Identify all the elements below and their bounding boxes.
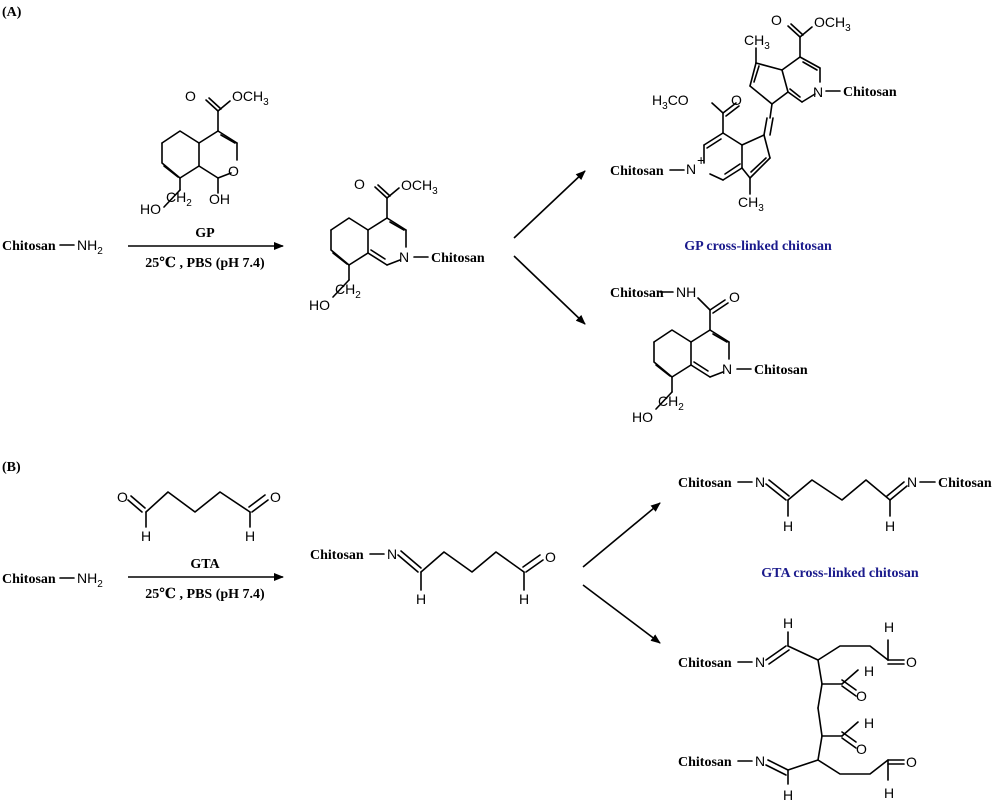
svg-text:O: O [228,163,239,179]
gp-product-caption: GP cross-linked chitosan [684,239,832,254]
conditions-b: 25℃ , PBS (pH 7.4) [145,587,265,602]
bis-imine-chitosan-right: Chitosan [938,476,992,491]
svg-text:O: O [731,92,742,108]
aldol-chitosan-top: Chitosan [678,656,732,671]
glutaraldehyde-structure: O H H O [117,489,281,544]
svg-text:O: O [729,289,740,305]
svg-text:H: H [864,715,874,731]
svg-text:NH: NH [676,284,696,300]
svg-text:OCH3: OCH3 [232,88,269,108]
dimer-chitosan-left: Chitosan [610,164,664,179]
svg-text:O: O [185,88,196,104]
svg-text:O: O [856,688,867,704]
amine-group-b: NH2 [77,570,103,590]
svg-text:CH3: CH3 [738,194,764,214]
svg-text:N: N [755,474,765,490]
gta-intermediate-chitosan: Chitosan [310,548,364,563]
svg-text:O: O [906,754,917,770]
bis-imine-chitosan-left: Chitosan [678,476,732,491]
svg-text:O: O [117,489,128,505]
gta-aldol-structure: Chitosan N H H O O H [678,615,917,803]
svg-text:H: H [783,615,793,631]
panel-a: (A) Chitosan NH2 GP 25℃ , PBS (pH 7.4) O… [2,5,897,425]
svg-text:OCH3: OCH3 [401,177,438,197]
aldol-chitosan-bottom: Chitosan [678,755,732,770]
svg-text:H: H [783,787,793,803]
svg-text:CH2: CH2 [166,189,192,209]
svg-text:O: O [545,549,556,565]
gp-amide-structure: N Chitosan HO CH2 O NH Chitosan [610,284,808,425]
svg-text:N: N [755,654,765,670]
svg-text:O: O [270,489,281,505]
svg-text:H: H [885,518,895,534]
svg-text:H: H [141,528,151,544]
svg-text:HO: HO [632,409,653,425]
arrow-to-amide [513,255,586,325]
svg-text:N: N [399,249,409,265]
svg-text:H: H [884,619,894,635]
svg-text:CH3: CH3 [744,32,770,52]
arrow-to-dimer [513,170,586,239]
svg-text:N: N [722,361,732,377]
svg-text:H: H [416,591,426,607]
gp-intermediate-structure: N Chitosan HO CH2 O OCH3 [309,176,485,313]
svg-text:H3CO: H3CO [652,92,689,112]
reagent-gta: GTA [190,557,220,572]
conditions-a: 25℃ , PBS (pH 7.4) [145,256,265,271]
gp-dimer-structure: N + Chitosan CH3 O H3CO [610,12,897,214]
svg-text:N: N [686,161,696,177]
svg-text:H: H [884,785,894,801]
svg-text:N: N [755,753,765,769]
svg-text:N: N [387,546,397,562]
svg-text:O: O [856,741,867,757]
svg-text:H: H [783,518,793,534]
svg-text:OCH3: OCH3 [814,14,851,34]
svg-text:H: H [245,528,255,544]
svg-text:O: O [906,654,917,670]
svg-text:+: + [697,152,705,168]
reagent-gp: GP [195,226,215,241]
amide-ring-chitosan: Chitosan [754,363,808,378]
gta-bis-imine-structure: Chitosan N H H N Chitosan [678,474,992,534]
svg-text:H: H [519,591,529,607]
svg-text:CH2: CH2 [658,393,684,413]
intermediate-chitosan: Chitosan [431,251,485,266]
panel-b-label: (B) [2,460,21,475]
genipin-structure: O OH HO CH2 O OCH3 [140,88,269,217]
svg-text:O: O [354,176,365,192]
gta-product-caption: GTA cross-linked chitosan [761,566,919,581]
arrow-to-aldol [582,584,661,644]
svg-text:N: N [813,84,823,100]
gta-intermediate-structure: Chitosan N H H O [310,546,556,607]
svg-text:N: N [907,474,917,490]
chitosan-reactant-b: Chitosan [2,572,56,587]
svg-text:O: O [771,12,782,28]
svg-text:HO: HO [309,297,330,313]
svg-text:OH: OH [209,191,230,207]
svg-text:HO: HO [140,201,161,217]
panel-b: (B) Chitosan NH2 GTA 25℃ , PBS (pH 7.4) … [2,460,992,803]
svg-text:CH2: CH2 [335,281,361,301]
amide-chitosan: Chitosan [610,286,664,301]
svg-text:H: H [864,663,874,679]
arrow-to-bis-imine [582,502,661,568]
dimer-chitosan-right: Chitosan [843,85,897,100]
chitosan-reactant-a: Chitosan [2,239,56,254]
amine-group-a: NH2 [77,237,103,257]
panel-a-label: (A) [2,5,22,20]
